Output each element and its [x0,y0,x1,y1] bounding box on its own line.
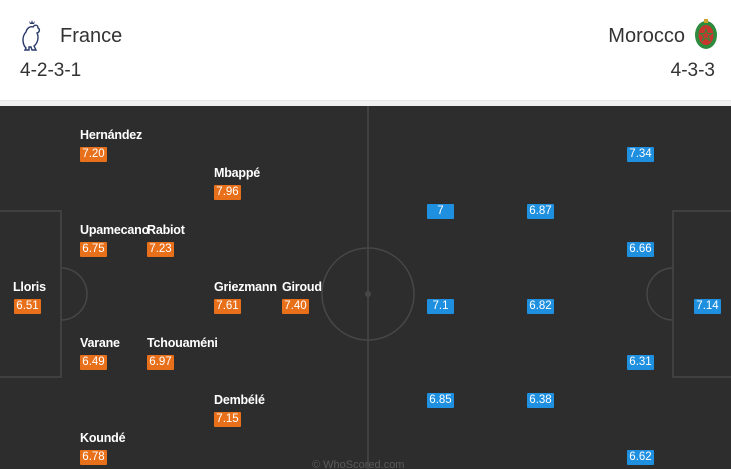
center-circle [321,247,415,341]
player-name: Lloris [13,280,46,294]
rooster-crest-icon [22,20,41,51]
player-name: Dembélé [214,393,265,407]
player-name: Varane [80,336,120,350]
player-rating-badge: 7.15 [214,412,241,427]
player-rating-badge: 6.66 [627,242,654,257]
player-rating-badge: 6.75 [80,242,107,257]
player-rating-badge: 7.34 [627,147,654,162]
player-rating-badge: 7.14 [694,299,721,314]
player-name: Tchouaméni [147,336,218,350]
player-rating-badge: 7.1 [427,299,454,314]
player-rating-badge: 6.31 [627,355,654,370]
player-rating-badge: 6.85 [427,393,454,408]
home-penalty-arc [60,267,88,321]
player-rating-badge: 7.61 [214,299,241,314]
center-spot [365,291,371,297]
player-rating-badge: 6.49 [80,355,107,370]
player-rating-badge: 6.51 [14,299,41,314]
away-penalty-box [672,210,731,378]
pitch-markings [0,106,731,469]
player-rating-badge: 6.97 [147,355,174,370]
player-name: Giroud [282,280,322,294]
away-penalty-arc [646,267,674,321]
away-formation: 4-3-3 [670,60,715,81]
player-rating-badge: 6.38 [527,393,554,408]
player-rating-badge: 6.62 [627,450,654,465]
player-name: Griezmann [214,280,277,294]
player-rating-badge: 7.23 [147,242,174,257]
home-penalty-box [0,210,62,378]
lineup-header: France 4-2-3-1 Morocco 4-3-3 [0,0,731,101]
player-rating-badge: 6.87 [527,204,554,219]
player-name: Upamecano [80,223,150,237]
player-rating-badge: 6.78 [80,450,107,465]
player-name: Koundé [80,431,126,445]
player-rating-badge: 7.96 [214,185,241,200]
player-name: Mbappé [214,166,261,180]
player-rating-badge: 7.20 [80,147,107,162]
player-rating-badge: 7 [427,204,454,219]
away-team-name: Morocco [608,25,685,47]
player-rating-badge: 6.82 [527,299,554,314]
watermark: © WhoScored.com [312,459,405,469]
player-name: Hernández [80,128,143,142]
player-name: Rabiot [147,223,185,237]
morocco-crest-icon [695,19,717,49]
home-formation: 4-2-3-1 [20,60,82,81]
home-team-name: France [60,25,123,47]
player-rating-badge: 7.40 [282,299,309,314]
